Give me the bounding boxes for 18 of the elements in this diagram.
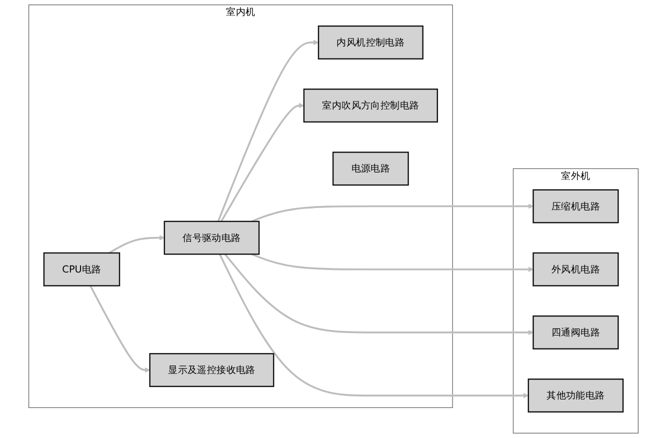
node-box: 四通阀电路 xyxy=(532,315,619,350)
arrow xyxy=(224,254,534,336)
node-box: 外风机电路 xyxy=(532,252,619,286)
arrow xyxy=(251,204,534,222)
node-box: 显示及遥控接收电路 xyxy=(149,353,274,388)
arrow xyxy=(90,285,150,373)
node-box: 压缩机电路 xyxy=(532,189,619,224)
node-box: 电源电路 xyxy=(332,152,409,186)
arrow xyxy=(218,254,529,398)
arrow xyxy=(217,40,319,222)
arrow xyxy=(108,235,165,254)
node-box: 其他功能电路 xyxy=(528,378,624,413)
node-box: 信号驱动电路 xyxy=(164,220,260,255)
node-box: 内风机控制电路 xyxy=(318,25,424,60)
arrow xyxy=(251,253,534,272)
arrow xyxy=(220,102,304,222)
node-box: 室内吹风方向控制电路 xyxy=(303,88,438,123)
node-box: CPU电路 xyxy=(43,252,120,286)
